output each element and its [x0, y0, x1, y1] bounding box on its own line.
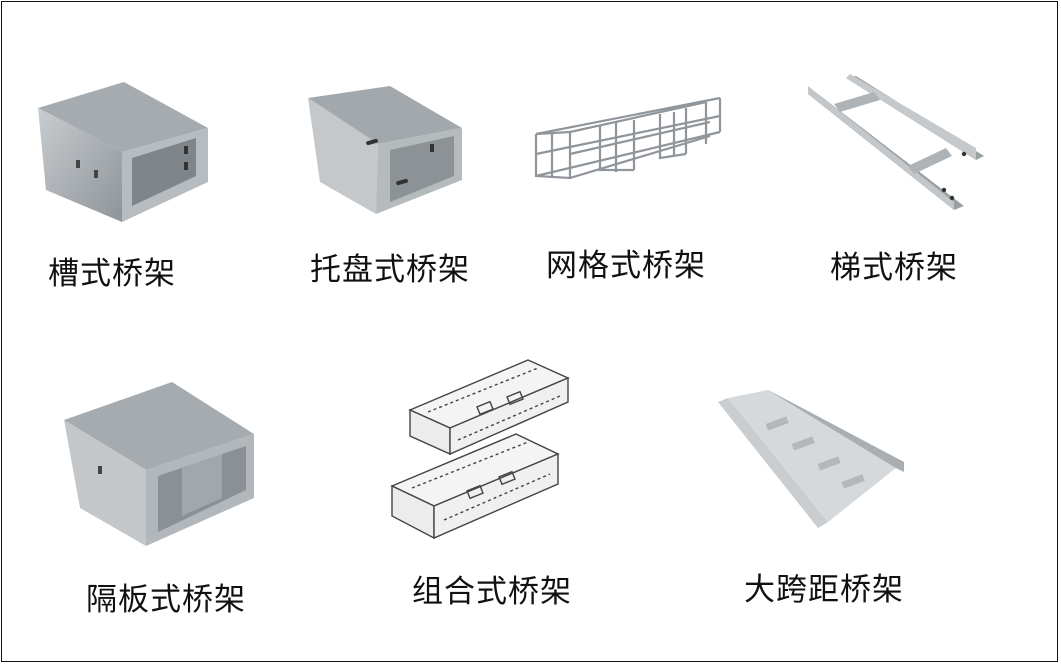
- label-combination: 组合式桥架: [412, 574, 572, 610]
- trough-cable-tray-image: [38, 82, 208, 222]
- product-ladder: [804, 74, 986, 214]
- label-tray: 托盘式桥架: [310, 252, 470, 288]
- product-partition: [62, 380, 258, 548]
- wire-mesh-cable-tray-image: [534, 96, 722, 180]
- label-ladder: 梯式桥架: [830, 250, 958, 286]
- label-trough: 槽式桥架: [48, 256, 176, 292]
- ladder-cable-tray-image: [808, 74, 984, 210]
- partition-cable-tray-image: [64, 382, 254, 546]
- label-mesh: 网格式桥架: [546, 248, 706, 284]
- tray-cable-tray-image: [308, 86, 462, 214]
- product-mesh: [530, 92, 726, 186]
- product-tray: [306, 84, 466, 216]
- label-partition: 隔板式桥架: [86, 582, 246, 618]
- product-combination: [388, 356, 574, 542]
- product-large-span: [716, 390, 906, 530]
- label-large-span: 大跨距桥架: [744, 572, 904, 608]
- combination-cable-tray-image: [390, 359, 570, 540]
- product-trough: [36, 80, 216, 230]
- large-span-cable-tray-image: [718, 390, 904, 528]
